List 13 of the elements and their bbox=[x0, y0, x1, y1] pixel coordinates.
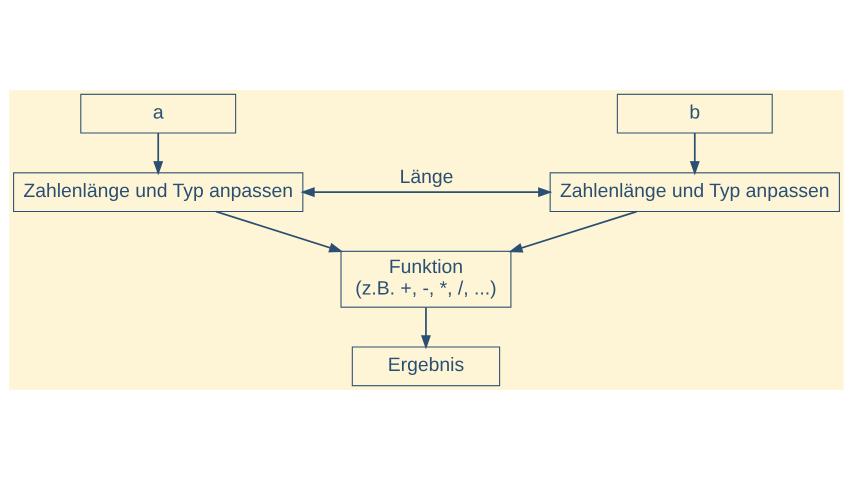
arrow bbox=[690, 133, 700, 176]
arrow bbox=[420, 308, 431, 350]
node-box: Zahlenlänge und Typ anpassen bbox=[550, 172, 840, 212]
node-box: a bbox=[80, 94, 236, 134]
arrow bbox=[508, 210, 638, 253]
node-box: Zahlenlänge und Typ anpassen bbox=[13, 172, 304, 212]
node-box: Funktion (z.B. +, -, *, /, ...) bbox=[340, 250, 512, 308]
arrow bbox=[300, 187, 552, 198]
node-box: b bbox=[616, 94, 773, 134]
arrow bbox=[153, 133, 164, 176]
arrow bbox=[216, 210, 344, 252]
node-box: Ergebnis bbox=[352, 346, 500, 386]
edge-label: Länge bbox=[400, 166, 454, 188]
